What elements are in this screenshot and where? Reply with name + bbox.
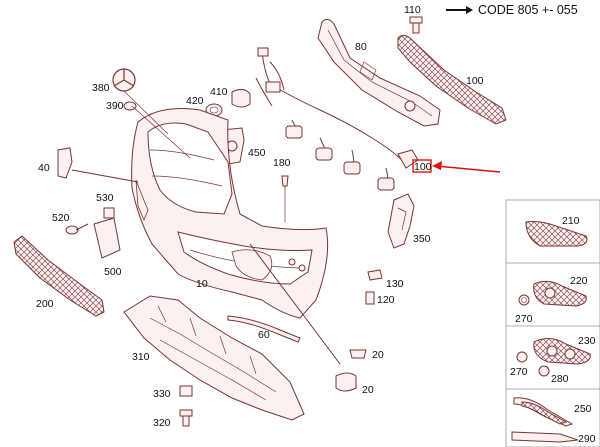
variant-panels: 210 220 270 230 270 280 250 290 xyxy=(505,199,600,447)
label-380: 380 xyxy=(92,82,110,94)
label-450: 450 xyxy=(248,147,266,159)
screw-320: 320 xyxy=(153,409,193,429)
trim-strip-60: 60 xyxy=(227,315,301,343)
label-80: 80 xyxy=(355,41,367,53)
wiring-harness xyxy=(255,47,419,191)
code-legend: CODE 805 +- 055 xyxy=(446,3,578,17)
label-250: 250 xyxy=(574,403,592,415)
lower-grille-200: 200 xyxy=(13,235,105,317)
clip-180: 180 xyxy=(273,157,291,222)
sensor-410: 410 xyxy=(210,86,251,108)
ring-420: 420 xyxy=(186,95,223,117)
label-40: 40 xyxy=(38,162,50,174)
bracket-350: 350 xyxy=(387,193,431,249)
label-270a: 270 xyxy=(515,313,533,325)
fog-frame-220 xyxy=(533,280,587,307)
arrow-left-icon xyxy=(432,161,442,170)
ring-270b xyxy=(516,351,528,363)
label-120: 120 xyxy=(377,294,395,306)
ring-280 xyxy=(538,365,550,377)
label-20-top: 20 xyxy=(372,349,384,361)
label-270b: 270 xyxy=(510,366,528,378)
label-200: 200 xyxy=(36,298,54,310)
arrow-right-icon xyxy=(446,6,473,14)
label-210: 210 xyxy=(562,215,580,227)
label-100-callout: 100 xyxy=(414,161,432,173)
fastener-130: 130 xyxy=(367,269,404,290)
underbody-panel-310: 310 xyxy=(123,295,305,421)
label-320: 320 xyxy=(153,417,171,429)
label-520: 520 xyxy=(52,212,70,224)
label-390: 390 xyxy=(106,100,124,112)
bolt-icon: 110 xyxy=(404,4,423,34)
label-500: 500 xyxy=(104,266,122,278)
fog-frame-230 xyxy=(533,338,591,365)
leader-lines xyxy=(123,90,191,159)
label-350: 350 xyxy=(413,233,431,245)
emblem-mount-390: 390 xyxy=(106,100,137,112)
label-20: 20 xyxy=(362,384,374,396)
label-60: 60 xyxy=(258,329,270,341)
grille-insert-210 xyxy=(525,221,588,247)
trim-strip-290 xyxy=(511,431,579,443)
tow-cover-20: 20 20 xyxy=(249,243,384,396)
code-text: CODE 805 +- 055 xyxy=(478,3,578,17)
label-220: 220 xyxy=(570,275,588,287)
label-10: 10 xyxy=(196,278,208,290)
label-330: 330 xyxy=(153,388,171,400)
screw-520: 520 xyxy=(52,212,89,235)
label-310: 310 xyxy=(132,351,150,363)
upper-grille-100: 100 xyxy=(397,34,507,125)
fog-lamp-ring xyxy=(544,287,556,299)
callout-100: 100 xyxy=(412,159,501,173)
label-290: 290 xyxy=(578,433,596,445)
fastener-120: 120 xyxy=(365,291,395,306)
label-230: 230 xyxy=(578,335,596,347)
label-280: 280 xyxy=(551,373,569,385)
label-100-top: 100 xyxy=(466,75,484,87)
star-emblem-icon: 380 xyxy=(92,68,136,94)
label-420: 420 xyxy=(186,95,204,107)
side-bracket-40: 40 xyxy=(38,147,139,183)
clip-530: 530 xyxy=(96,192,115,219)
plate-500: 500 xyxy=(93,217,122,278)
label-110: 110 xyxy=(404,4,421,16)
upper-bracket-80: 80 xyxy=(317,18,441,127)
label-180: 180 xyxy=(273,157,291,169)
label-410: 410 xyxy=(210,86,228,98)
clip-330: 330 xyxy=(153,385,193,400)
bumper-cover-10: 10 xyxy=(131,108,329,319)
label-530: 530 xyxy=(96,192,114,204)
label-130: 130 xyxy=(386,278,404,290)
